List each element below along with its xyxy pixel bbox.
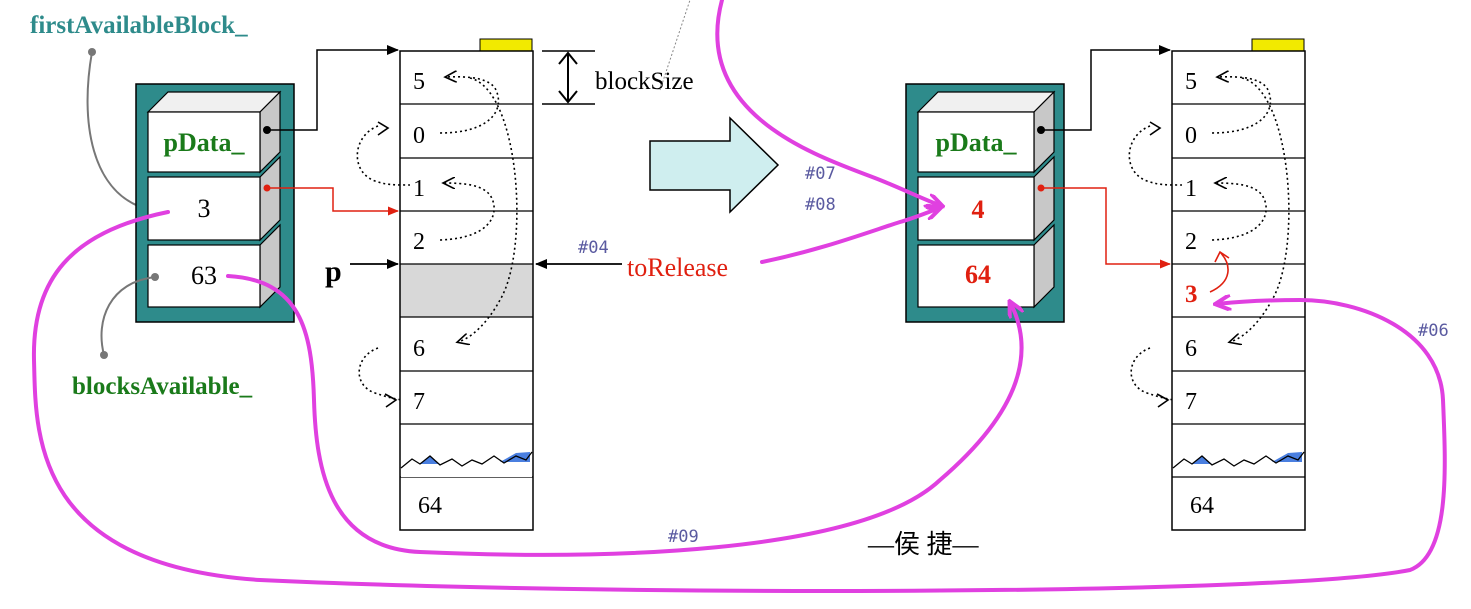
leader-dot-top: [88, 48, 96, 56]
leader-dot-bottom: [100, 351, 108, 359]
first-available-block-label: firstAvailableBlock_: [30, 12, 248, 39]
blocks-available-label: blocksAvailable_: [72, 373, 253, 400]
leader-dot-chunk-2: [151, 273, 159, 281]
left-pdata-pointer: [267, 45, 399, 131]
right-red-link: [1209, 251, 1229, 293]
right-free-list-links: [1128, 77, 1290, 401]
p-label: p: [325, 255, 342, 288]
first-available-block-leader: [86, 51, 151, 211]
block-size-arrowhead-up: [558, 51, 578, 65]
tag-04: #04: [578, 238, 609, 258]
right-block-3-value: 2: [1185, 229, 1197, 255]
right-block-1-value: 0: [1185, 123, 1197, 149]
right-link-arrowhead-2: [1156, 393, 1170, 408]
left-block-5-value: 6: [413, 336, 425, 362]
left-block-6-value: 7: [413, 389, 425, 415]
tag-08: #08: [805, 195, 836, 215]
left-link-arrowhead-1: [377, 121, 390, 136]
left-free-list-links: [356, 77, 518, 401]
left-block-column: [399, 38, 534, 531]
tag-09: #09: [668, 527, 699, 547]
right-block-8-value: 64: [1190, 493, 1214, 519]
left-pdata-label: pData_: [164, 128, 246, 157]
blocks-available-leader: [100, 276, 156, 356]
right-blocks-available-value: 64: [965, 260, 991, 289]
tag-06: #06: [1418, 321, 1449, 341]
right-block-column: [1171, 38, 1306, 531]
left-block-3-value: 2: [413, 229, 425, 255]
left-block-0-value: 5: [413, 69, 425, 95]
right-first-available-value: 4: [972, 195, 985, 224]
magenta-paths: [31, 0, 1447, 593]
right-link-arrowhead-1: [1149, 121, 1162, 136]
block-size-label: blockSize: [595, 68, 694, 95]
right-block-0-value: 5: [1185, 69, 1197, 95]
left-blocks-available-value: 63: [191, 261, 217, 290]
left-block-8-value: 64: [418, 493, 442, 519]
right-pdata-label: pData_: [936, 128, 1018, 157]
right-block-4-value: 3: [1185, 281, 1198, 308]
transition-arrow-icon: [649, 116, 780, 214]
left-link-arrowhead-2: [384, 393, 398, 408]
right-block-5-value: 6: [1185, 336, 1197, 362]
right-pdata-pointer: [1041, 45, 1171, 131]
block-size-arrowhead-down: [558, 90, 578, 104]
left-first-pointer: [267, 187, 399, 216]
right-first-pointer: [1041, 187, 1171, 269]
left-block-1-value: 0: [413, 123, 425, 149]
author-label: —侯 捷—: [867, 530, 980, 559]
left-first-available-value: 3: [198, 194, 211, 223]
right-block-6-value: 7: [1185, 389, 1197, 415]
right-block-2-value: 1: [1185, 176, 1197, 202]
to-release-label: toRelease: [627, 253, 728, 282]
tag-07: #07: [805, 164, 836, 184]
right-red-link-arrowhead: [1214, 250, 1230, 263]
left-block-2-value: 1: [413, 176, 425, 202]
